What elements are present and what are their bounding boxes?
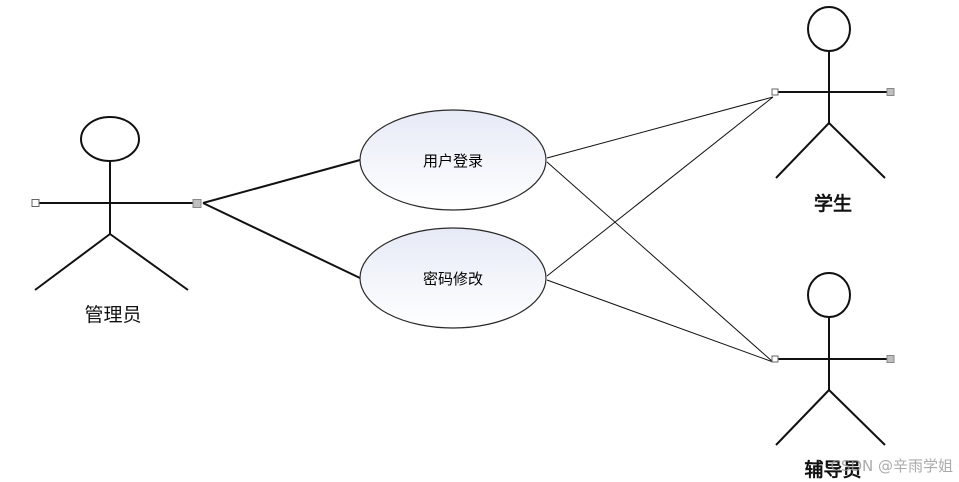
actor-student[interactable]: 学生 [771,6,895,215]
actor-admin-head [80,116,140,162]
actor-counselor-head [807,272,851,318]
association-admin-login [202,159,361,204]
use-case-password[interactable]: 密码修改 [359,227,547,329]
use-case-password-label: 密码修改 [423,270,483,288]
association-admin-password [202,202,361,279]
use-case-password-ellipse [359,227,547,329]
connector-handle [771,88,779,96]
actor-student-left-leg [775,122,830,179]
association-login-student [546,96,774,159]
use-case-login-ellipse [359,109,547,211]
connector-handle [771,355,779,363]
connector-handle [31,199,40,207]
actor-admin-label: 管理员 [84,304,141,326]
use-case-login[interactable]: 用户登录 [359,109,547,211]
actor-student-right-leg [828,122,886,179]
actor-counselor-label: 辅导员 [804,458,861,481]
actor-student-head [807,6,851,52]
use-case-login-label: 用户登录 [423,152,483,170]
actor-counselor-left-leg [775,389,830,446]
actor-admin-right-leg [109,233,189,291]
association-password-student [546,96,774,277]
actor-student-label: 学生 [814,192,852,215]
actor-admin[interactable]: 管理员 [31,116,202,326]
connector-handle [886,88,895,96]
actor-counselor-right-leg [828,389,886,446]
association-login-counselor [546,161,774,363]
associations [202,96,774,363]
actor-admin-left-leg [34,233,111,291]
connector-handle [192,199,202,208]
association-password-counselor [546,279,774,363]
watermark: CSDN @辛雨学姐 [830,457,953,475]
actor-counselor[interactable]: 辅导员 [771,272,895,481]
connector-handle [886,355,895,363]
